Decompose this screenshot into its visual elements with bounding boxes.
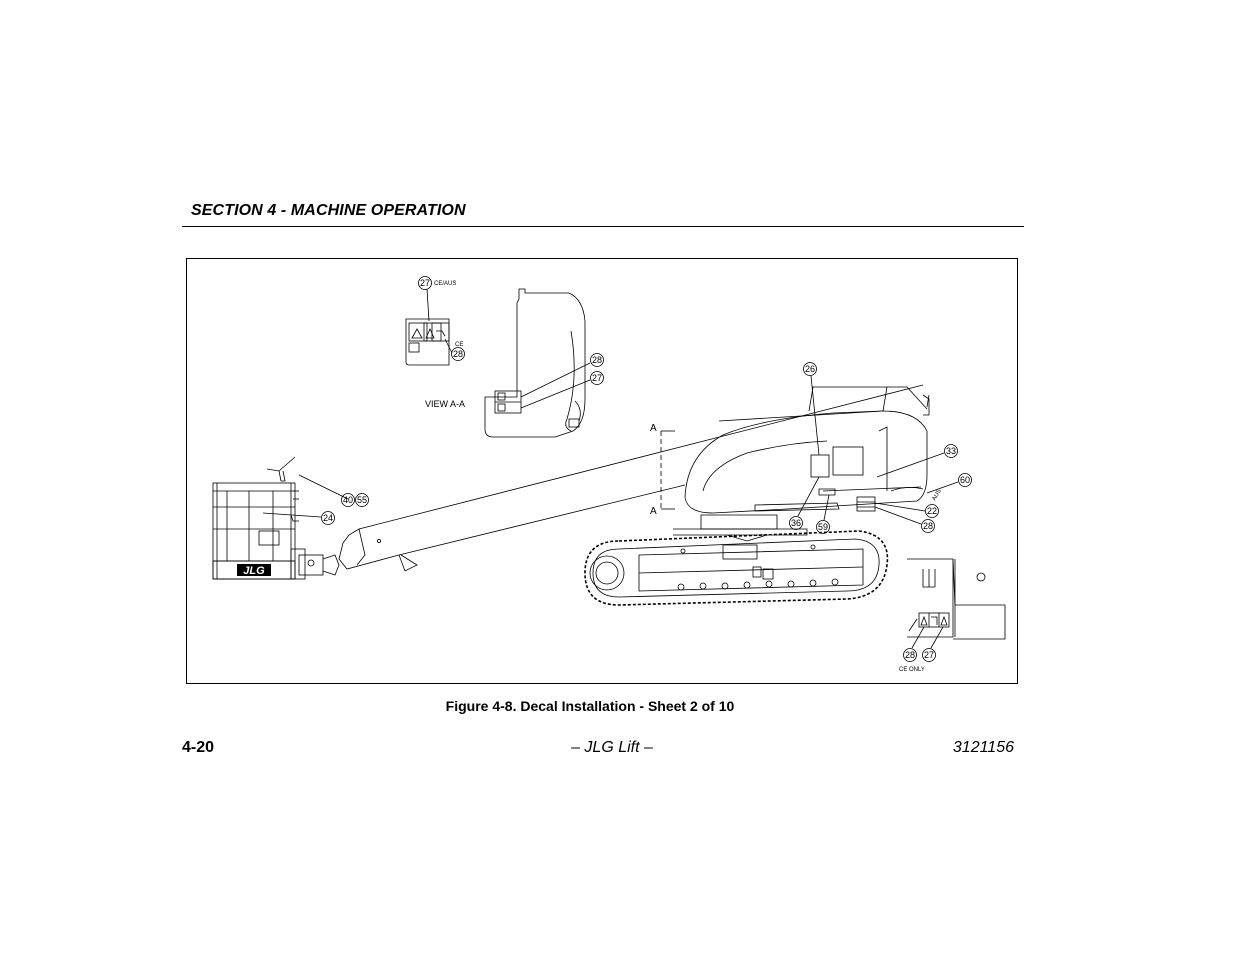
- jlg-logo-plate: [237, 564, 271, 576]
- callout-22: [925, 504, 939, 518]
- callout-24: [321, 511, 335, 525]
- callout-55: [355, 493, 369, 507]
- callout-40: [341, 493, 355, 507]
- section-label-a-bottom: A: [650, 506, 657, 517]
- callout-28-top: [451, 347, 465, 361]
- callout-26: [803, 362, 817, 376]
- platform-basket: [212, 456, 299, 580]
- telescopic-boom: [338, 384, 924, 572]
- section-title: SECTION 4 - MACHINE OPERATION: [191, 202, 466, 219]
- document-number: 3121156: [952, 739, 1014, 756]
- callout-24-number: 24: [323, 513, 333, 523]
- callout-27-ce-number: 27: [924, 650, 934, 660]
- callout-28-viewaa-number: 28: [592, 355, 602, 365]
- page-number: 4-20: [182, 739, 215, 756]
- ce-aus-decal-detail: [405, 318, 450, 366]
- callout-28-ce: [903, 648, 917, 662]
- callout-55-number: 55: [357, 495, 367, 505]
- callout-36-number: 36: [791, 518, 801, 528]
- figure-caption: Figure 4-8. Decal Installation - Sheet 2…: [445, 698, 735, 714]
- callout-27-viewaa-number: 27: [592, 373, 602, 383]
- callout-27-top: [418, 276, 432, 290]
- ce-only-label: CE ONLY: [899, 667, 925, 673]
- view-aa-label: VIEW A-A: [425, 399, 465, 409]
- turntable-body: [673, 386, 930, 542]
- callout-60-number: 60: [960, 475, 970, 485]
- platform-rotator: [290, 548, 340, 580]
- ce-only-detail: [907, 558, 1006, 640]
- callout-28-rear-number: 28: [923, 521, 933, 531]
- callout-36: [789, 516, 803, 530]
- callout-33-number: 33: [946, 446, 956, 456]
- section-divider: [182, 226, 1024, 227]
- ce-label: CE: [455, 342, 463, 348]
- callout-40-number: 40: [343, 495, 353, 505]
- footer-title: – JLG Lift –: [571, 739, 653, 756]
- machine-drawing: JLG: [212, 276, 1006, 673]
- crawler-track: [584, 530, 889, 606]
- section-label-a-top: A: [650, 423, 657, 434]
- ce-aus-label: CE/AUS: [434, 281, 456, 287]
- jlg-logo: JLG: [243, 565, 265, 577]
- callout-27-top-number: 27: [420, 278, 430, 288]
- callout-59-number: 59: [818, 522, 828, 532]
- callout-22-number: 22: [927, 506, 937, 516]
- callout-26-number: 26: [805, 364, 815, 374]
- decal-installation-figure: JLG: [186, 258, 1018, 684]
- section-marker-a: [660, 430, 675, 510]
- callout-28-rear: [921, 519, 935, 533]
- callout-27-ce: [922, 648, 936, 662]
- callout-28-top-number: 28: [453, 349, 463, 359]
- callout-28-viewaa: [590, 353, 604, 367]
- callout-60: [958, 473, 972, 487]
- callout-59: [816, 520, 830, 534]
- callout-28-ce-number: 28: [905, 650, 915, 660]
- view-aa-panel: [484, 288, 586, 438]
- aus-label: AUS: [932, 488, 943, 502]
- callout-33: [944, 444, 958, 458]
- callout-27-viewaa: [590, 371, 604, 385]
